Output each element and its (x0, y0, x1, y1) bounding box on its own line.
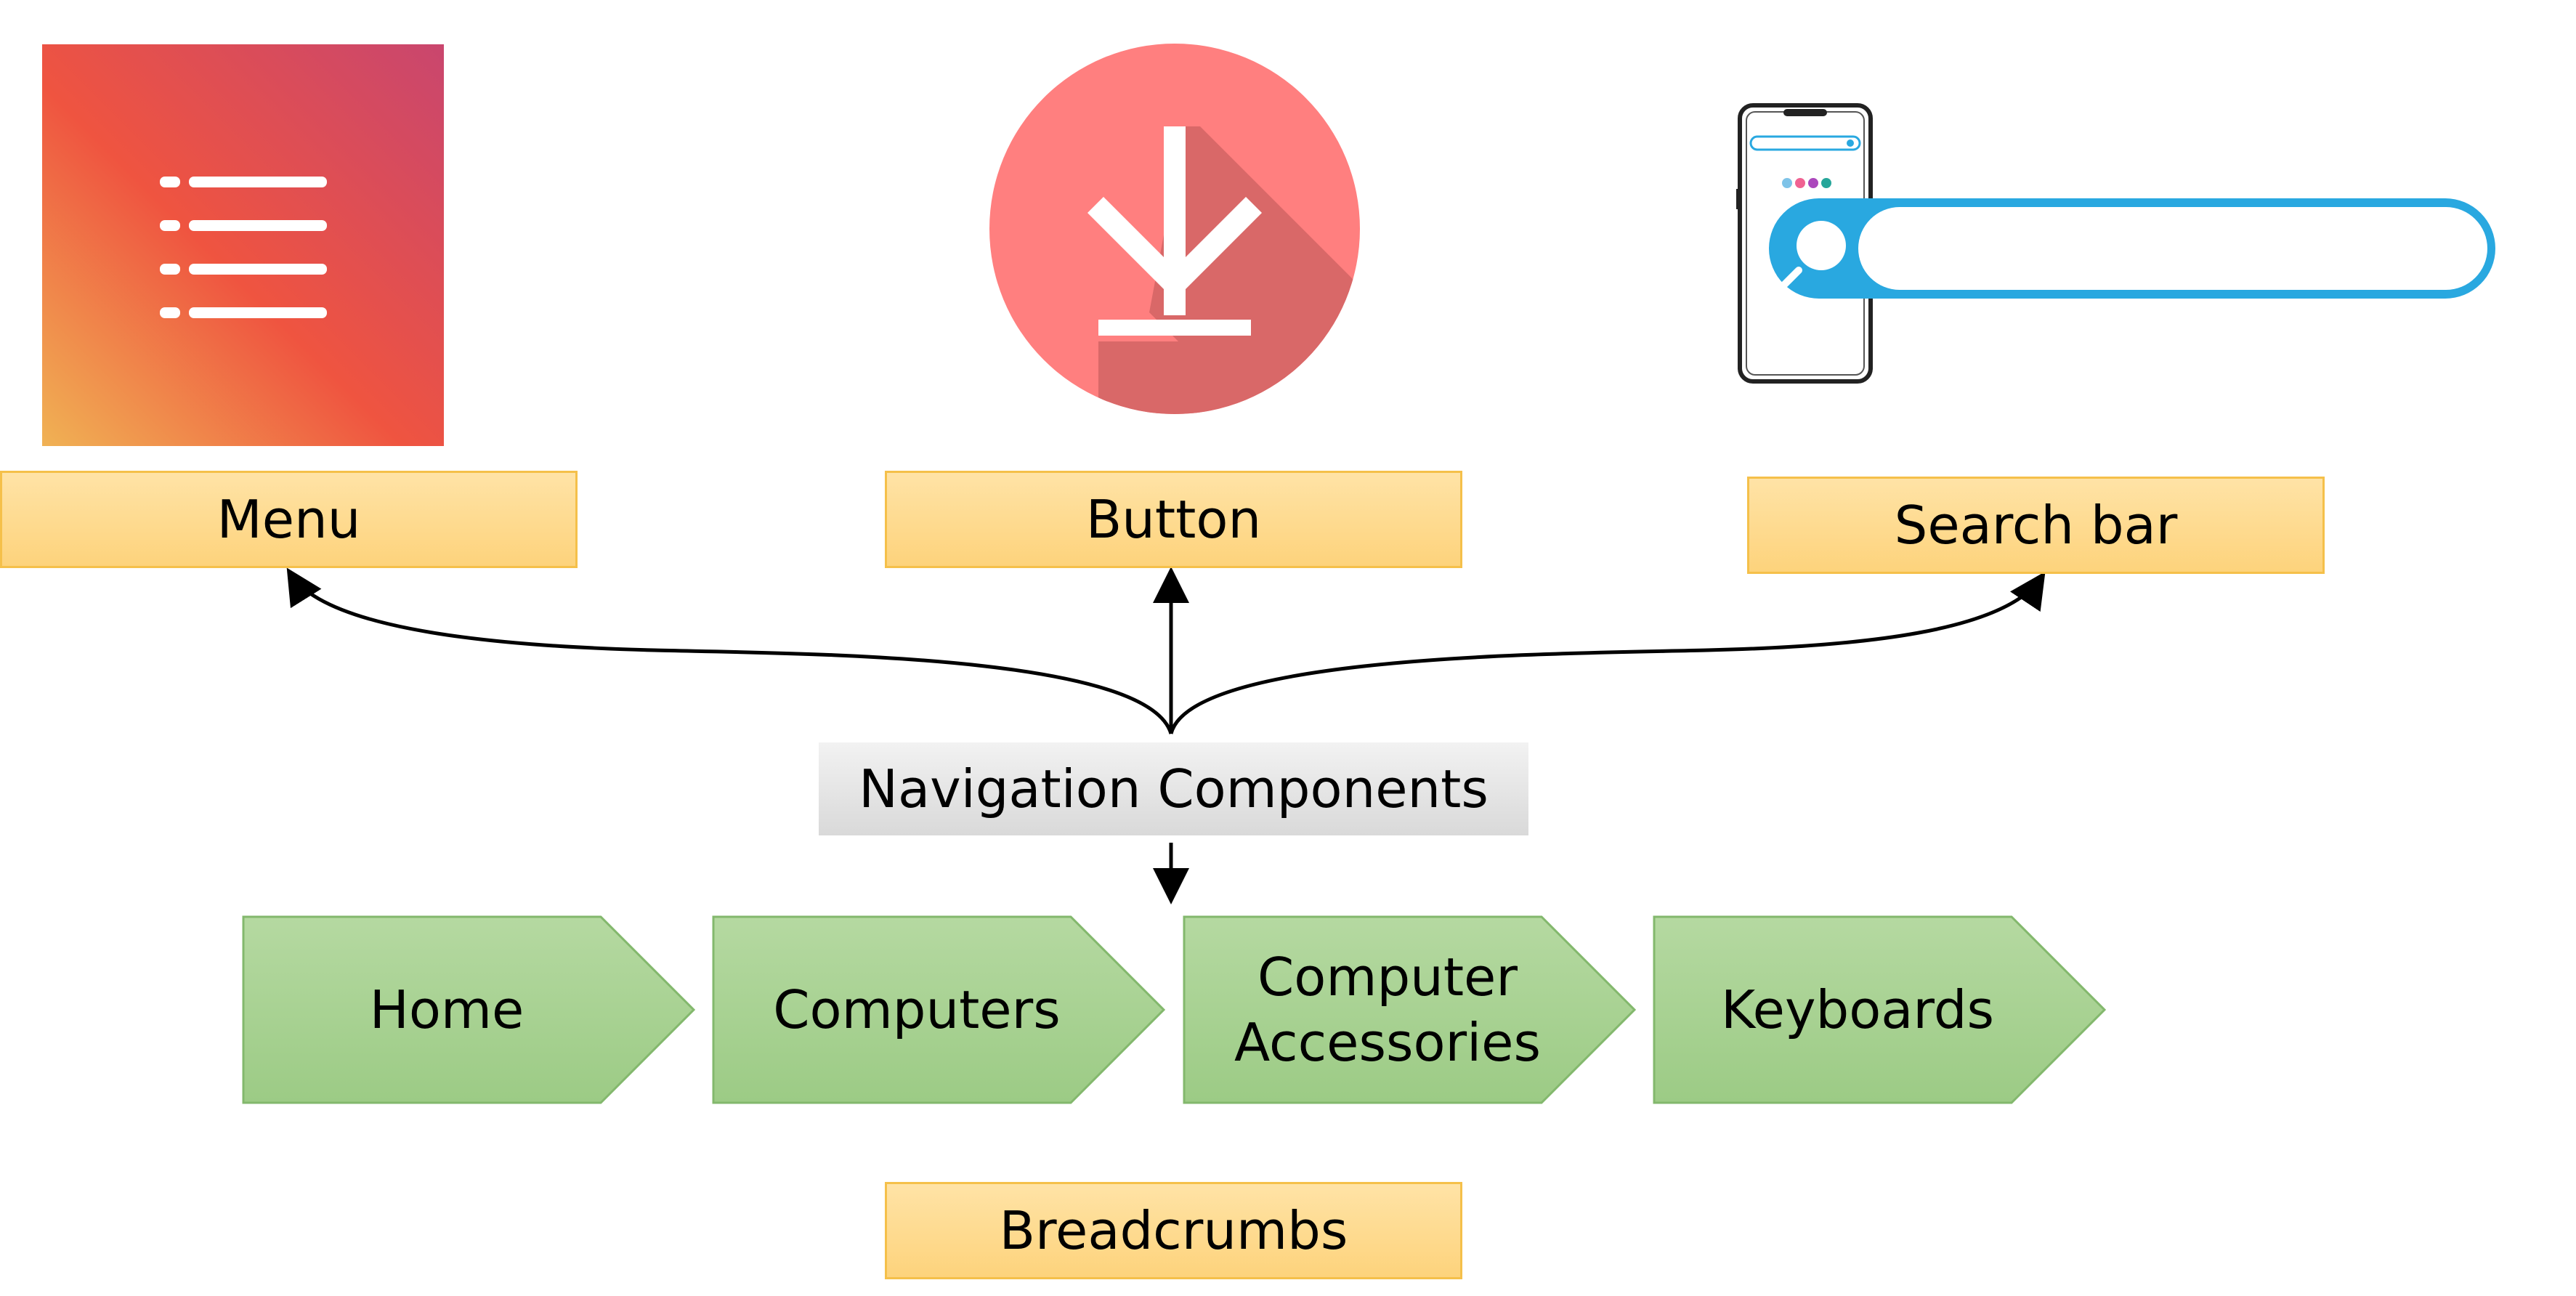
breadcrumb-computers-label: Computers (773, 979, 1061, 1040)
menu-list-icon[interactable] (42, 44, 444, 446)
menu-label: Menu (216, 489, 361, 550)
breadcrumbs-label: Breadcrumbs (999, 1200, 1348, 1261)
menu-label-box: Menu (0, 471, 578, 568)
breadcrumb-home-label: Home (369, 979, 524, 1040)
breadcrumb-home[interactable]: Home (243, 917, 650, 1103)
breadcrumb-accessories-shape (1183, 915, 1637, 1104)
smartphone-search-icon[interactable] (1736, 102, 2499, 392)
breadcrumb-computers-shape (712, 915, 1166, 1104)
breadcrumb-keyboards-label: Keyboards (1721, 979, 1994, 1040)
arrow-to-menu (286, 567, 1173, 734)
breadcrumb-keyboards-shape (1653, 915, 2107, 1104)
button-label-box: Button (885, 471, 1462, 568)
diagram-title: Navigation Components (859, 758, 1489, 819)
download-icon[interactable] (989, 44, 1360, 414)
breadcrumb-home-shape (242, 915, 696, 1104)
breadcrumb-computer-accessories-label: Computer Accessories (1234, 947, 1541, 1073)
breadcrumb-keyboards[interactable]: Keyboards (1654, 917, 2061, 1103)
search-bar-label-box: Search bar (1747, 477, 2325, 574)
breadcrumb-computers[interactable]: Computers (713, 917, 1120, 1103)
button-label: Button (1085, 489, 1262, 550)
arrow-to-search (1169, 571, 2046, 734)
breadcrumb-computer-accessories[interactable]: Computer Accessories (1184, 917, 1591, 1103)
navigation-components-node: Navigation Components (819, 742, 1528, 835)
search-bar-label: Search bar (1894, 495, 2178, 556)
breadcrumbs-label-box: Breadcrumbs (885, 1182, 1462, 1279)
